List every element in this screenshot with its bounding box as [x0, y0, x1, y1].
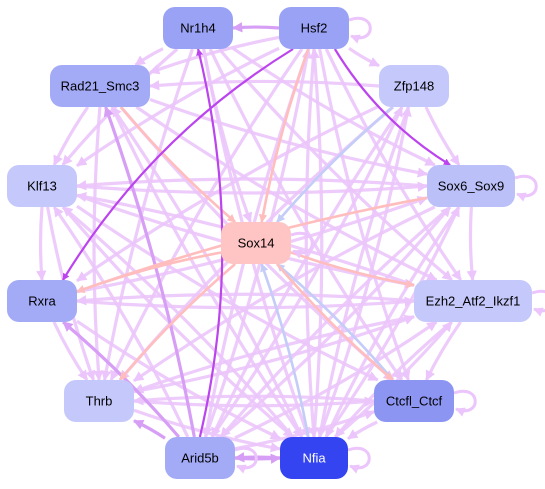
- self-loop-arid5b: [234, 446, 258, 474]
- node-hsf2[interactable]: Hsf2: [279, 7, 349, 49]
- edge-sox6-to-thrb: [133, 205, 436, 383]
- edge-zfp148-to-nfia: [316, 106, 410, 439]
- edge-arid5b-to-rad21: [103, 106, 196, 438]
- edge-nfia-to-sox14: [260, 263, 310, 438]
- edge-hsf2-to-ctcfl: [318, 48, 411, 381]
- edge-rxra-to-thrb: [52, 321, 89, 381]
- self-loop-nfia: [347, 446, 371, 474]
- node-label: Ezh2_Atf2_Ikzf1: [426, 294, 521, 309]
- node-label: Klf13: [27, 179, 57, 194]
- edge-ezh2-to-ctcfl: [424, 321, 462, 381]
- node-label: Zfp148: [394, 79, 434, 94]
- edge-arid5b-to-klf13: [52, 206, 190, 438]
- edge-klf13-to-sox6: [76, 181, 429, 195]
- edge-zfp148-to-rad21: [148, 79, 380, 91]
- edge-rad21-to-sox6: [149, 97, 429, 178]
- node-rxra[interactable]: Rxra: [7, 280, 77, 322]
- edge-rad21-to-ezh2: [135, 105, 438, 282]
- edge-nr1h4-to-rad21: [134, 47, 164, 67]
- edge-ctcfl-to-thrb: [132, 394, 375, 406]
- edge-nr1h4-to-sox14: [202, 48, 253, 223]
- edge-nfia-to-hsf2: [309, 47, 324, 438]
- edge-hsf2-to-sox6: [333, 48, 451, 166]
- node-thrb[interactable]: Thrb: [64, 380, 134, 422]
- edge-nr1h4-to-sox6: [232, 46, 436, 167]
- edge-sox6-to-nfia: [324, 206, 461, 438]
- edge-thrb-to-ezh2: [133, 315, 415, 394]
- edge-ezh2-to-rxra: [75, 292, 415, 306]
- self-loop-sox6: [514, 174, 538, 202]
- edge-sox14-to-ctcfl: [276, 263, 394, 381]
- edge-sox14-to-ezh2: [290, 251, 415, 288]
- edge-sox6-to-ezh2: [466, 206, 477, 282]
- node-label: Ctcfl_Ctcf: [386, 394, 443, 409]
- edge-nfia-to-sox6: [324, 206, 461, 438]
- edge-arid5b-to-sox6: [219, 205, 452, 439]
- node-sox14[interactable]: Sox14: [221, 222, 291, 264]
- node-klf13[interactable]: Klf13: [7, 165, 77, 207]
- node-label: Nr1h4: [180, 21, 215, 36]
- edge-hsf2-to-nfia: [304, 48, 319, 439]
- node-label: Thrb: [86, 394, 113, 409]
- edge-nfia-to-zfp148: [318, 105, 412, 438]
- node-label: Sox14: [238, 236, 275, 251]
- edge-thrb-to-nfia: [133, 408, 282, 453]
- edge-hsf2-to-sox14: [258, 48, 310, 223]
- edge-arid5b-to-thrb: [133, 419, 166, 440]
- node-arid5b[interactable]: Arid5b: [165, 437, 235, 479]
- edge-rad21-to-klf13: [52, 106, 90, 166]
- edge-klf13-to-nfia: [61, 205, 295, 439]
- node-ezh2-atf2-ikzf1[interactable]: Ezh2_Atf2_Ikzf1: [414, 280, 532, 322]
- edge-zfp148-to-sox6: [424, 106, 461, 166]
- node-rad21-smc3[interactable]: Rad21_Smc3: [50, 65, 150, 107]
- edge-nfia-to-klf13: [61, 205, 295, 439]
- self-loop-hsf2: [348, 16, 372, 44]
- node-ctcfl-ctcf[interactable]: Ctcfl_Ctcf: [374, 380, 454, 422]
- edge-ctcfl-to-sox14: [276, 263, 394, 381]
- edge-thrb-to-ctcfl: [133, 396, 376, 408]
- node-label: Rad21_Smc3: [61, 79, 140, 94]
- self-loop-sox14: [290, 231, 314, 259]
- node-label: Hsf2: [301, 21, 328, 36]
- edge-hsf2-to-rad21: [149, 35, 280, 75]
- node-label: Sox6_Sox9: [438, 179, 505, 194]
- edge-ctcfl-to-nfia: [347, 420, 378, 440]
- self-loop-ctcfl: [453, 389, 477, 417]
- node-nr1h4[interactable]: Nr1h4: [163, 7, 233, 49]
- node-label: Rxra: [28, 294, 56, 309]
- nodes-layer: Nr1h4 Hsf2 Rad21_Smc3 Zfp148 Klf13 Sox6_…: [7, 7, 532, 479]
- edge-hsf2-to-rxra: [61, 48, 294, 281]
- edge-klf13-to-ctcfl: [76, 204, 379, 382]
- edge-zfp148-to-arid5b: [210, 106, 404, 438]
- edge-nr1h4-to-ctcfl: [208, 48, 404, 381]
- node-nfia[interactable]: Nfia: [280, 437, 348, 479]
- node-sox6-sox9[interactable]: Sox6_Sox9: [427, 165, 515, 207]
- edge-sox14-to-rxra: [76, 251, 222, 293]
- edge-hsf2-to-zfp148: [348, 46, 380, 68]
- node-label: Arid5b: [181, 451, 219, 466]
- edge-sox6-to-klf13: [75, 177, 428, 191]
- edge-klf13-to-rxra: [36, 206, 47, 282]
- node-label: Nfia: [302, 451, 326, 466]
- self-loop-ezh2: [531, 289, 545, 317]
- edge-ezh2-to-thrb: [133, 315, 415, 394]
- edge-rxra-to-ezh2: [76, 296, 416, 310]
- edge-nfia-to-rad21: [110, 106, 304, 438]
- edge-zfp148-to-sox14: [276, 106, 394, 223]
- edge-hsf2-to-nr1h4: [231, 22, 280, 33]
- node-zfp148[interactable]: Zfp148: [379, 65, 449, 107]
